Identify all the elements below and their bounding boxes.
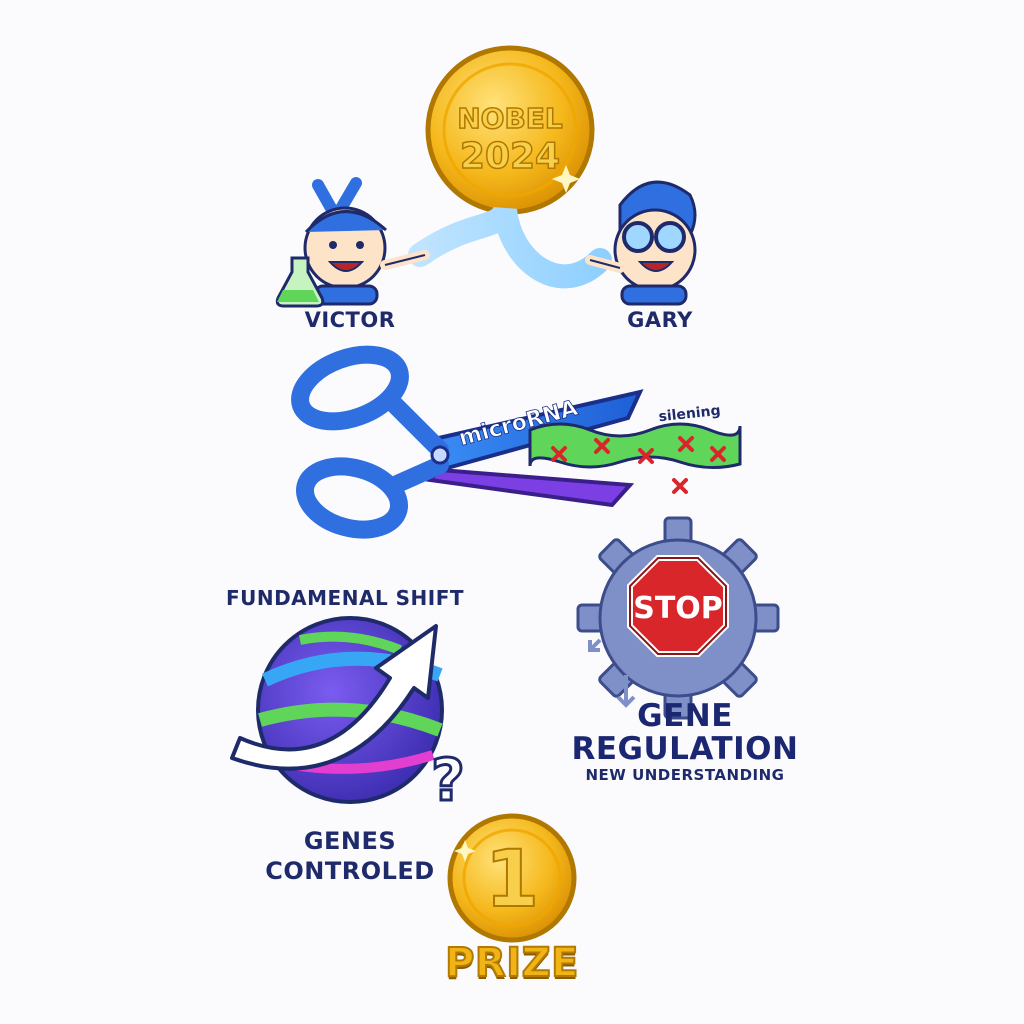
stop-sign-text: STOP	[633, 591, 723, 626]
gene-regulation-title: GENE REGULATION	[560, 700, 810, 766]
new-understanding-label: NEW UNDERSTANDING	[585, 766, 785, 784]
prize-number: 1	[485, 835, 539, 925]
genes-line2: CONTROLED	[265, 857, 435, 885]
x-marks	[551, 436, 726, 494]
victor-character	[303, 177, 430, 306]
prize-coin: 1	[447, 813, 577, 943]
fundamental-shift-title: FUNDAMENAL SHIFT	[225, 586, 465, 610]
medal-line1: NOBEL	[457, 102, 563, 135]
medal-line2: 2024	[460, 136, 560, 177]
genes-line1: GENES	[303, 827, 397, 855]
gene-line1: GENE	[637, 698, 733, 734]
growth-arrow-icon	[230, 624, 438, 771]
genes-controlled-label: GENES CONTROLED	[250, 826, 450, 886]
nobel-medal: NOBEL 2024	[425, 45, 595, 215]
sparkle-icon	[454, 840, 476, 862]
gene-line2: REGULATION	[571, 731, 799, 767]
gary-label: GARY	[627, 308, 693, 332]
strand-label: silening	[658, 403, 722, 425]
rna-strand: silening	[528, 403, 742, 494]
flask-icon	[275, 256, 325, 308]
sparkle-icon	[552, 165, 580, 193]
gary-character	[585, 180, 697, 306]
ribbon-strand	[408, 205, 612, 289]
stop-sign-icon: STOP	[627, 555, 729, 657]
prize-label: PRIZE	[444, 939, 579, 987]
victor-label: VICTOR	[304, 308, 396, 332]
question-mark: ?	[431, 746, 465, 814]
